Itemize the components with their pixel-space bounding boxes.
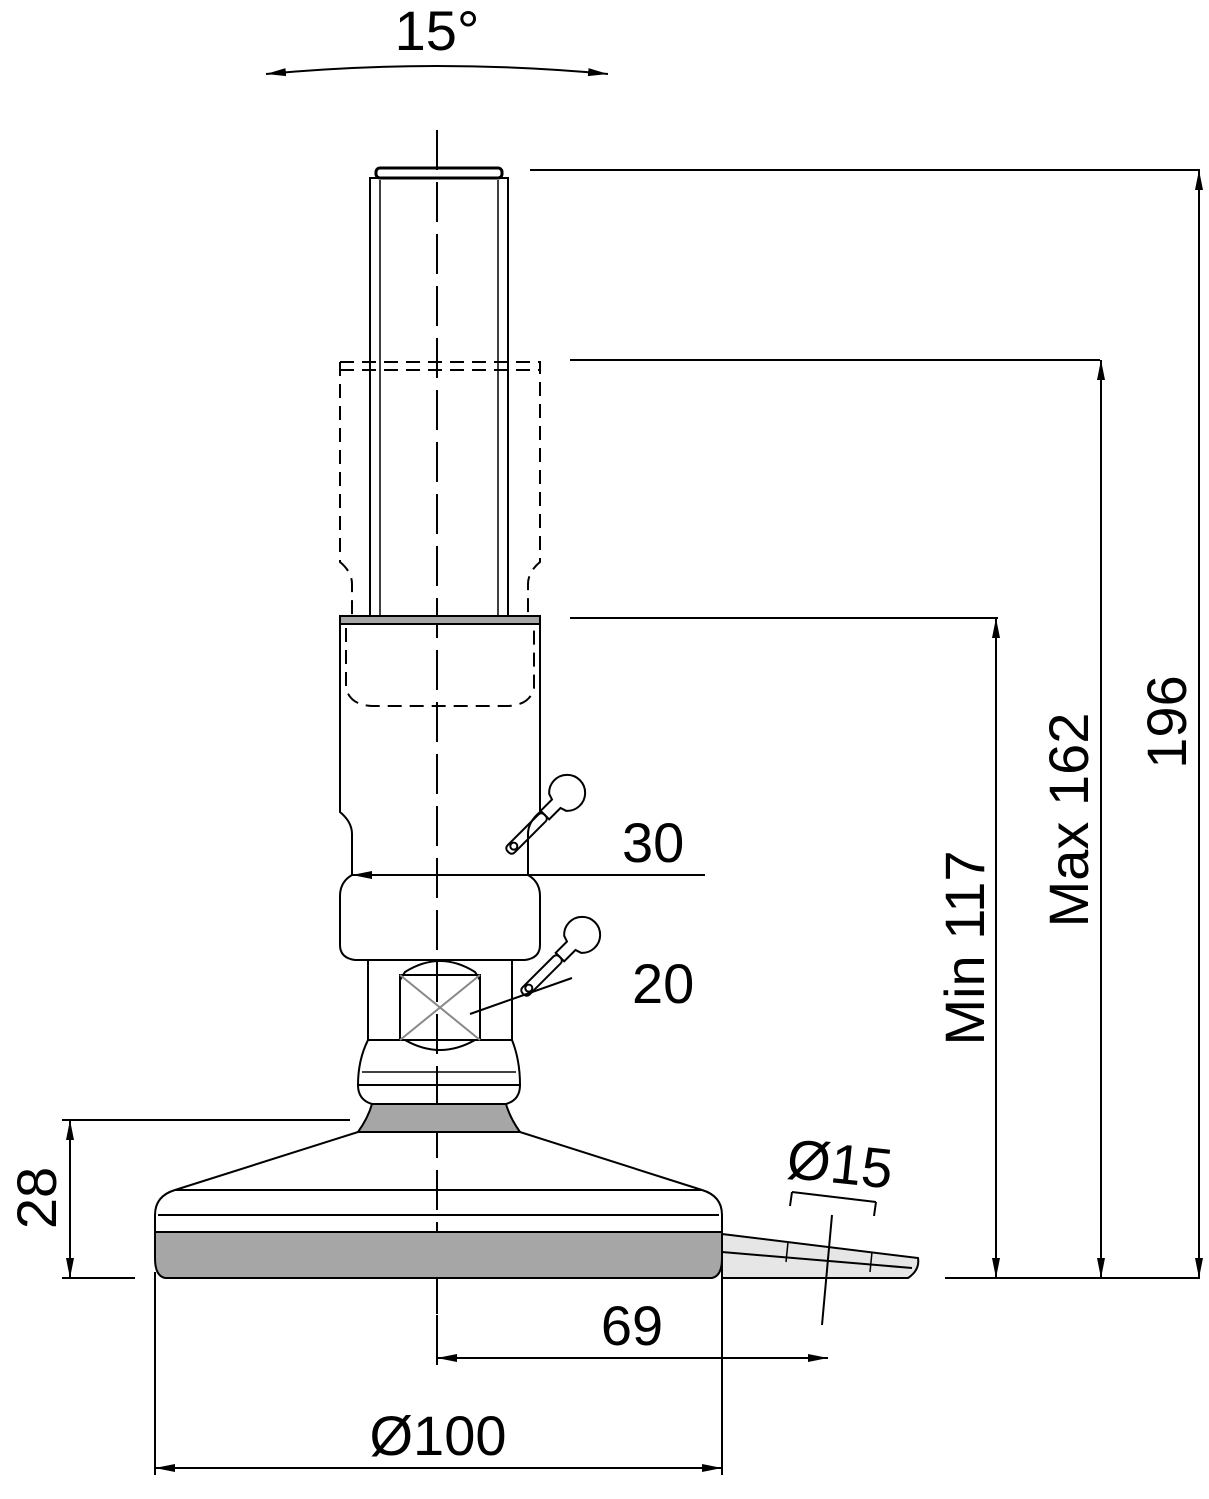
lower-hex: [367, 959, 513, 1051]
max-height-label: Max 162: [1037, 713, 1100, 928]
base-diameter-label: Ø100: [370, 1404, 507, 1467]
hole-offset-dimension: 69: [436, 1294, 828, 1365]
adjustment-nut: [339, 615, 541, 961]
wrench-icon: [520, 915, 602, 997]
base-height-label: 28: [5, 1167, 68, 1229]
spindle: [369, 166, 509, 619]
wrench-20-callout: 20: [469, 915, 694, 1015]
height-dimensions: Min 117 Max 162 196: [530, 169, 1203, 1279]
wrench-30-callout: 30: [352, 773, 705, 879]
bolt-hole-dimension: Ø15: [784, 1127, 896, 1326]
max-extension-outline: [339, 361, 541, 618]
base-diameter-dimension: Ø100: [154, 1272, 723, 1475]
bolt-flange: [721, 1232, 920, 1279]
base-plate: [154, 1131, 723, 1279]
hole-offset-label: 69: [601, 1294, 663, 1357]
min-height-label: Min 117: [933, 850, 996, 1045]
base-height-dimension: 28: [5, 1119, 350, 1279]
overall-height-label: 196: [1135, 675, 1198, 768]
wrench-30-label: 30: [622, 811, 684, 874]
ball-joint: [356, 1039, 522, 1133]
bolt-hole-label: Ø15: [784, 1127, 896, 1201]
tilt-angle-dimension: 15°: [265, 0, 609, 77]
tilt-angle-label: 15°: [395, 0, 480, 62]
wrench-icon: [505, 773, 587, 855]
wrench-20-label: 20: [632, 952, 694, 1015]
